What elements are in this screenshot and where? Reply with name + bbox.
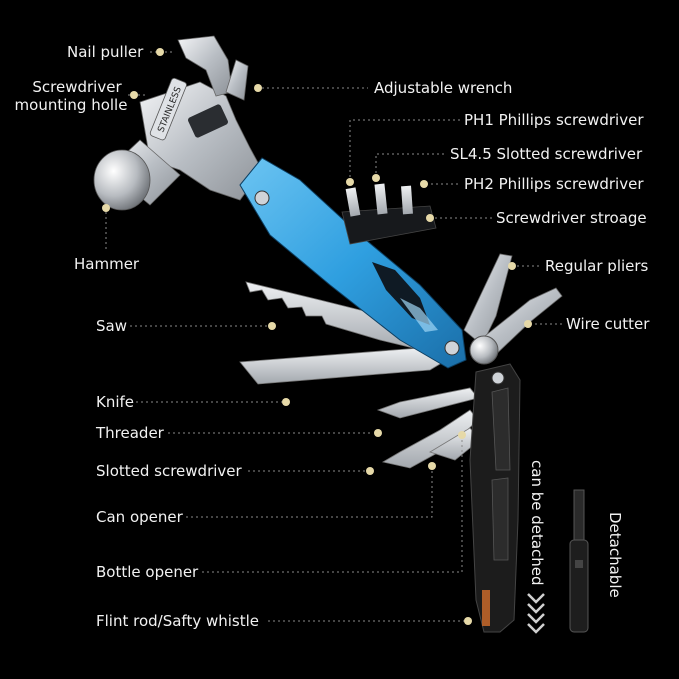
leader-lines xyxy=(105,51,562,622)
label-can-opener: Can opener xyxy=(96,508,183,526)
label-storage: Screwdriver stroage xyxy=(496,209,647,227)
detach-arrows xyxy=(527,593,545,634)
screwdriver-bit-holder xyxy=(341,183,437,245)
label-bottle-opener: Bottle opener xyxy=(96,563,199,581)
label-flint-rod: Flint rod/Safty whistle xyxy=(96,612,260,630)
label-adjustable-wrench: Adjustable wrench xyxy=(374,79,513,97)
label-regular-pliers: Regular pliers xyxy=(545,257,649,275)
label-ph2: PH2 Phillips screwdriver xyxy=(464,175,644,193)
blue-handle xyxy=(239,157,467,369)
small-blades xyxy=(376,387,481,469)
label-can-be-detached: can be detached xyxy=(528,460,546,586)
pliers xyxy=(463,253,563,365)
marker-dots xyxy=(102,48,532,625)
label-mounting-hole-line2: mounting holle xyxy=(14,96,128,114)
label-sl45: SL4.5 Slotted screwdriver xyxy=(450,145,643,163)
label-saw: Saw xyxy=(96,317,127,335)
hammer-wrench-head: STAINLESS xyxy=(139,35,263,201)
knife-blade xyxy=(239,347,451,385)
flint-rod xyxy=(569,489,589,633)
label-ph1: PH1 Phillips screwdriver xyxy=(464,111,644,129)
label-mounting-hole: Screwdriver mounting holle xyxy=(15,78,136,114)
label-mounting-hole-line1: Screwdriver xyxy=(32,78,122,96)
label-knife: Knife xyxy=(96,393,135,411)
black-handle xyxy=(469,363,521,633)
label-threader: Threader xyxy=(96,424,164,442)
label-nail-puller: Nail puller xyxy=(67,43,144,61)
label-hammer: Hammer xyxy=(74,255,140,273)
label-detachable: Detachable xyxy=(606,512,624,598)
label-slotted-screwdriver: Slotted screwdriver xyxy=(96,462,242,480)
label-wire-cutter: Wire cutter xyxy=(566,315,650,333)
hammer-face xyxy=(93,139,181,211)
